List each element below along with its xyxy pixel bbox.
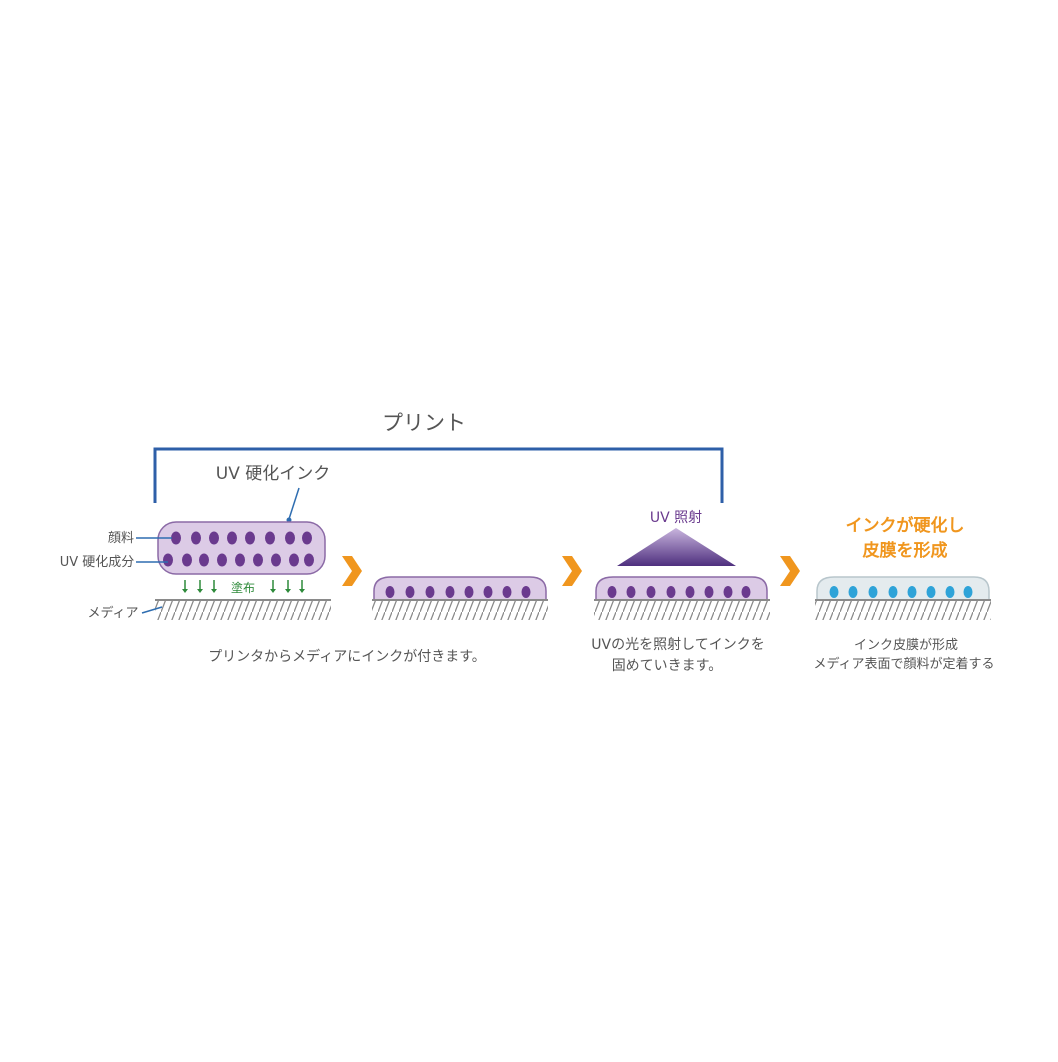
coating-arrows-right: [270, 580, 305, 593]
step-arrow-2: [562, 556, 582, 586]
ink-layer-stage3: [595, 576, 768, 601]
media-hatch-1: [155, 601, 331, 620]
particle-dot: [445, 586, 455, 598]
media-hatch-3: [594, 601, 770, 620]
particle-dot: [171, 531, 181, 545]
particle-dot: [163, 553, 173, 567]
media-hatch-4: [815, 601, 991, 620]
media-pointer: [141, 606, 163, 614]
uv-light-beam: [617, 528, 736, 566]
pigment-dots-row1: [171, 531, 312, 545]
coating-arrow-head: [182, 589, 188, 593]
particle-dot: [227, 531, 237, 545]
print-label: プリント: [382, 411, 466, 435]
print-bracket: [153, 447, 724, 503]
stage4-title-line2: 皮膜を形成: [863, 540, 948, 561]
particle-dot: [483, 586, 493, 598]
coating-arrow-head: [285, 589, 291, 593]
stage4-caption-line1: インク皮膜が形成: [854, 638, 958, 653]
coating-arrows-left: [182, 580, 217, 593]
particle-dot: [191, 531, 201, 545]
particle-dot: [666, 586, 676, 598]
particle-dot: [209, 531, 219, 545]
uv-ink-pointer: [288, 487, 300, 520]
pigment-dots-stage3: [607, 586, 751, 598]
ink-layer-stage2: [373, 576, 547, 601]
cured-film-stage4: [816, 576, 990, 601]
particle-dot: [502, 586, 512, 598]
particle-dot: [607, 586, 617, 598]
particle-dot: [271, 553, 281, 567]
particle-dot: [405, 586, 415, 598]
pigment-label: 顔料: [108, 531, 134, 546]
particle-dot: [626, 586, 636, 598]
particle-dot: [425, 586, 435, 598]
coating-arrow-head: [211, 589, 217, 593]
particle-dot: [829, 586, 839, 598]
particle-dot: [199, 553, 209, 567]
particle-dot: [253, 553, 263, 567]
pigment-dots-stage2: [385, 586, 531, 598]
stage3-caption-line2: 固めていきます。: [612, 658, 723, 674]
pigment-dots-row2: [163, 553, 314, 567]
uv-irradiation-label: UV 照射: [650, 510, 702, 526]
particle-dot: [464, 586, 474, 598]
coating-label: 塗布: [231, 580, 255, 595]
coating-arrow-head: [197, 589, 203, 593]
particle-dot: [945, 586, 955, 598]
particle-dot: [963, 586, 973, 598]
step-arrow-3: [780, 556, 800, 586]
stage4-caption-line2: メディア表面で顔料が定着する: [813, 656, 994, 672]
particle-dot: [888, 586, 898, 598]
uv-component-label: UV 硬化成分: [60, 555, 135, 570]
stage4-title-line1: インクが硬化し: [846, 515, 965, 536]
particle-dot: [646, 586, 656, 598]
stage3-caption-line1: UVの光を照射してインクを: [591, 637, 764, 653]
particle-dot: [741, 586, 751, 598]
coating-arrow-head: [299, 589, 305, 593]
particle-dot: [385, 586, 395, 598]
particle-dot: [289, 553, 299, 567]
particle-dot: [302, 531, 312, 545]
particle-dot: [685, 586, 695, 598]
particle-dot: [304, 553, 314, 567]
coating-arrow-head: [270, 589, 276, 593]
particle-dot: [868, 586, 878, 598]
particle-dot: [182, 553, 192, 567]
uv-ink-label: UV 硬化インク: [216, 464, 330, 484]
particle-dot: [926, 586, 936, 598]
particle-dot: [704, 586, 714, 598]
particle-dot: [521, 586, 531, 598]
pigment-dots-stage4: [829, 586, 973, 598]
particle-dot: [245, 531, 255, 545]
particle-dot: [235, 553, 245, 567]
media-label: メディア: [87, 605, 138, 621]
particle-dot: [723, 586, 733, 598]
particle-dot: [265, 531, 275, 545]
media-hatch-2: [372, 601, 548, 620]
step-arrow-1: [342, 556, 362, 586]
particle-dot: [217, 553, 227, 567]
particle-dot: [848, 586, 858, 598]
stage1-caption: プリンタからメディアにインクが付きます。: [208, 648, 486, 665]
particle-dot: [907, 586, 917, 598]
particle-dot: [285, 531, 295, 545]
